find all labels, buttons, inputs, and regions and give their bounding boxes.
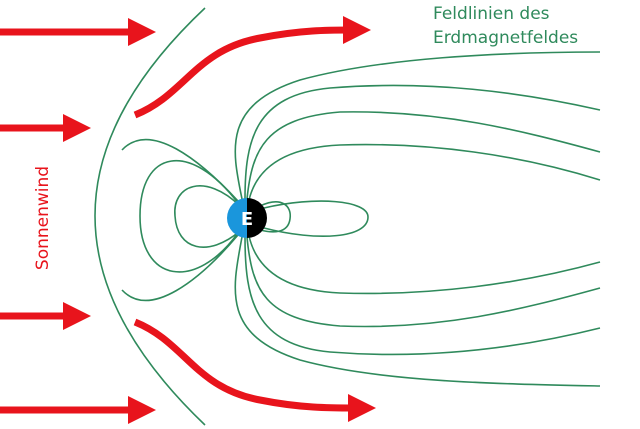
field-line-bottom-2 xyxy=(244,236,601,356)
field-lines xyxy=(94,7,601,426)
field-line-top-2 xyxy=(244,84,601,200)
field-line-left-lower xyxy=(121,234,239,302)
earth-label: E xyxy=(241,209,253,230)
solar-wind-arrows xyxy=(0,16,376,424)
deflected-arrow-bottom xyxy=(133,318,376,422)
field-line-bottom-1 xyxy=(234,236,601,387)
field-loop-left-small xyxy=(174,185,241,248)
field-loop-right-large xyxy=(263,200,369,237)
field-line-top-1 xyxy=(234,51,601,200)
bow-shock-line xyxy=(94,7,206,426)
solar-wind-label: Sonnenwind xyxy=(33,165,53,271)
field-loop-left-large xyxy=(139,159,239,273)
field-line-left-upper xyxy=(121,138,239,202)
field-lines-label: Feldlinien des Erdmagnetfeldes xyxy=(433,2,578,50)
field-lines-label-line2: Erdmagnetfeldes xyxy=(433,28,579,48)
field-line-top-3 xyxy=(246,111,601,200)
field-line-bottom-3 xyxy=(246,236,601,328)
deflected-arrow-top xyxy=(133,16,371,119)
field-loop-right-small xyxy=(259,201,291,233)
earth: E xyxy=(227,198,267,238)
field-lines-label-line1: Feldlinien des xyxy=(433,4,550,24)
field-line-bottom-4 xyxy=(248,235,601,295)
field-line-top-4 xyxy=(248,143,601,201)
earth-day-side xyxy=(227,198,247,238)
earth-night-side xyxy=(247,198,267,238)
